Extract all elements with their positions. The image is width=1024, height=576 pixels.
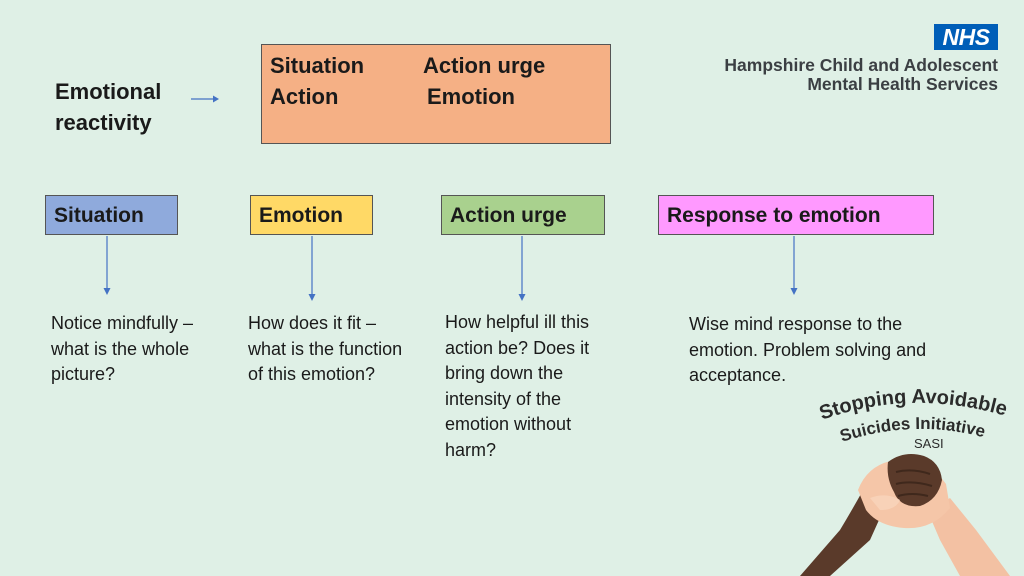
category-box-action-urge: Action urge [441,195,605,235]
down-arrow-icon [103,236,111,295]
category-box-response-to-emotion: Response to emotion [658,195,934,235]
action-chain-box: Situation Action urge Action Emotion [261,44,611,144]
description-emotion: How does it fit – what is the function o… [248,313,403,384]
description-response-to-emotion: Wise mind response to the emotion. Probl… [689,314,927,385]
down-arrow-icon [518,236,526,301]
sasi-abbr: SASI [914,436,944,451]
description-action-urge: How helpful ill this action be? Does it … [445,312,590,460]
emotional-reactivity-label: Emotional reactivity [55,79,162,135]
down-arrow-icon [308,236,316,301]
top-box-situation: Situation [270,53,365,78]
top-box-action: Action [270,84,339,109]
sasi-line2: Suicides Initiative [838,414,988,446]
description-situation: Notice mindfully – what is the whole pic… [51,313,194,384]
org-name-line1: Hampshire Child and Adolescent [724,55,998,75]
top-box-action-urge: Action urge [423,53,546,78]
right-arrow-icon [191,95,219,103]
category-box-emotion: Emotion [250,195,373,235]
category-box-situation: Situation [45,195,178,235]
sasi-logo: Stopping Avoidable Suicides Initiative S… [800,386,1010,576]
org-name-line2: Mental Health Services [807,74,998,94]
down-arrow-icon [790,236,798,295]
nhs-logo: NHS [934,24,998,50]
handshake-icon [800,454,1010,576]
top-box-emotion: Emotion [427,84,515,109]
svg-text:Suicides Initiative: Suicides Initiative [838,414,988,446]
